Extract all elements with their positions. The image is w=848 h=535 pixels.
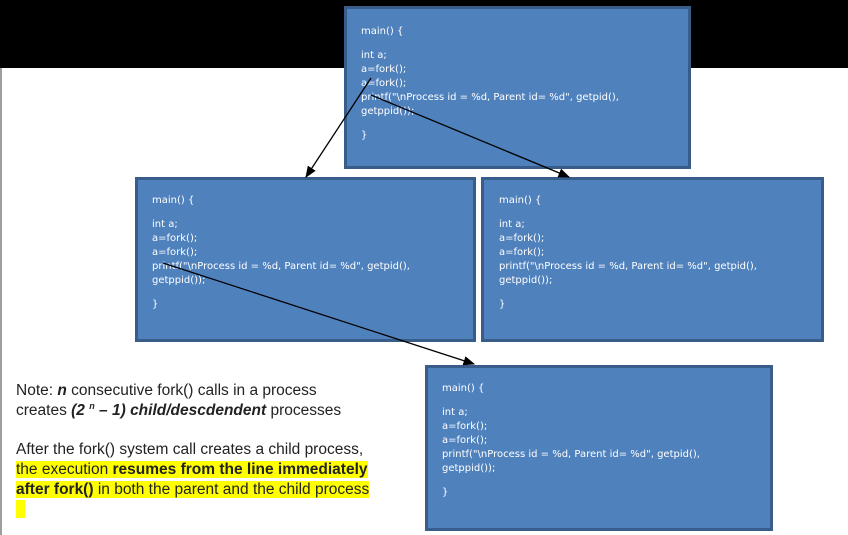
hl-part-d: in both the parent and the child process	[93, 481, 370, 498]
explanation-line-1: After the fork() system call creates a c…	[16, 441, 364, 458]
code-line: getppid());	[152, 275, 206, 286]
code-line: a=fork();	[361, 64, 407, 75]
code-line: getppid());	[361, 106, 415, 117]
formula-open: (2	[71, 402, 90, 419]
highlight-tail	[16, 500, 25, 518]
code-box-parent: main() { int a; a=fork(); a=fork(); prin…	[344, 6, 691, 169]
note-creates: creates	[16, 402, 72, 419]
note-block: Note: n consecutive fork() calls in a pr…	[16, 381, 416, 421]
code-blank	[499, 208, 821, 218]
explanation-line-3: after fork() in both the parent and the …	[16, 480, 416, 500]
code-line: main() {	[361, 26, 404, 37]
note-line-1: Note: n consecutive fork() calls in a pr…	[16, 381, 416, 401]
code-blank	[361, 119, 688, 129]
fork-explanation: After the fork() system call creates a c…	[16, 440, 416, 500]
code-line: a=fork();	[152, 233, 198, 244]
code-line: getppid());	[499, 275, 553, 286]
code-line: a=fork();	[499, 233, 545, 244]
note-processes: processes	[266, 402, 342, 419]
hl-part-b: resumes from the line immediately	[112, 461, 368, 478]
highlight-text: the execution resumes from the line imme…	[16, 461, 368, 478]
note-prefix: Note:	[16, 382, 58, 399]
code-box-child-right: main() { int a; a=fork(); a=fork(); prin…	[481, 177, 824, 342]
code-blank	[499, 288, 821, 298]
hl-part-c: after fork()	[16, 481, 94, 498]
code-line: a=fork();	[442, 435, 488, 446]
code-line: int a;	[442, 407, 468, 418]
note-line-2: creates (2 n – 1) child/descdendent proc…	[16, 401, 416, 421]
code-line: printf("\nProcess id = %d, Parent id= %d…	[361, 92, 619, 103]
code-blank	[442, 476, 770, 486]
code-box-child-left: main() { int a; a=fork(); a=fork(); prin…	[135, 177, 476, 342]
formula-term: child/descdendent	[130, 402, 267, 419]
code-box-grandchild: main() { int a; a=fork(); a=fork(); prin…	[425, 365, 773, 531]
code-line: main() {	[442, 383, 485, 394]
code-line: }	[499, 299, 506, 310]
code-line: main() {	[499, 195, 542, 206]
code-line: }	[361, 130, 368, 141]
code-line: a=fork();	[152, 247, 198, 258]
code-blank	[152, 208, 473, 218]
code-line: }	[442, 487, 449, 498]
left-edge-line	[0, 68, 2, 535]
note-line1-text: consecutive fork() calls in a process	[66, 382, 317, 399]
code-line: int a;	[361, 50, 387, 61]
code-line: getppid());	[442, 463, 496, 474]
code-line: main() {	[152, 195, 195, 206]
code-line: printf("\nProcess id = %d, Parent id= %d…	[499, 261, 757, 272]
code-line: a=fork();	[499, 247, 545, 258]
code-line: int a;	[152, 219, 178, 230]
code-line: int a;	[499, 219, 525, 230]
code-line: }	[152, 299, 159, 310]
formula-exponent: n	[89, 400, 95, 411]
code-blank	[152, 288, 473, 298]
code-line: a=fork();	[442, 421, 488, 432]
highlight-text: after fork() in both the parent and the …	[16, 481, 370, 498]
explanation-line-2: the execution resumes from the line imme…	[16, 460, 416, 480]
formula-rest: – 1)	[94, 402, 126, 419]
code-line: printf("\nProcess id = %d, Parent id= %d…	[152, 261, 410, 272]
code-line: a=fork();	[361, 78, 407, 89]
note-n: n	[57, 382, 67, 399]
code-line: printf("\nProcess id = %d, Parent id= %d…	[442, 449, 700, 460]
hl-part-a: the execution	[16, 461, 113, 478]
code-blank	[361, 39, 688, 49]
code-blank	[442, 396, 770, 406]
